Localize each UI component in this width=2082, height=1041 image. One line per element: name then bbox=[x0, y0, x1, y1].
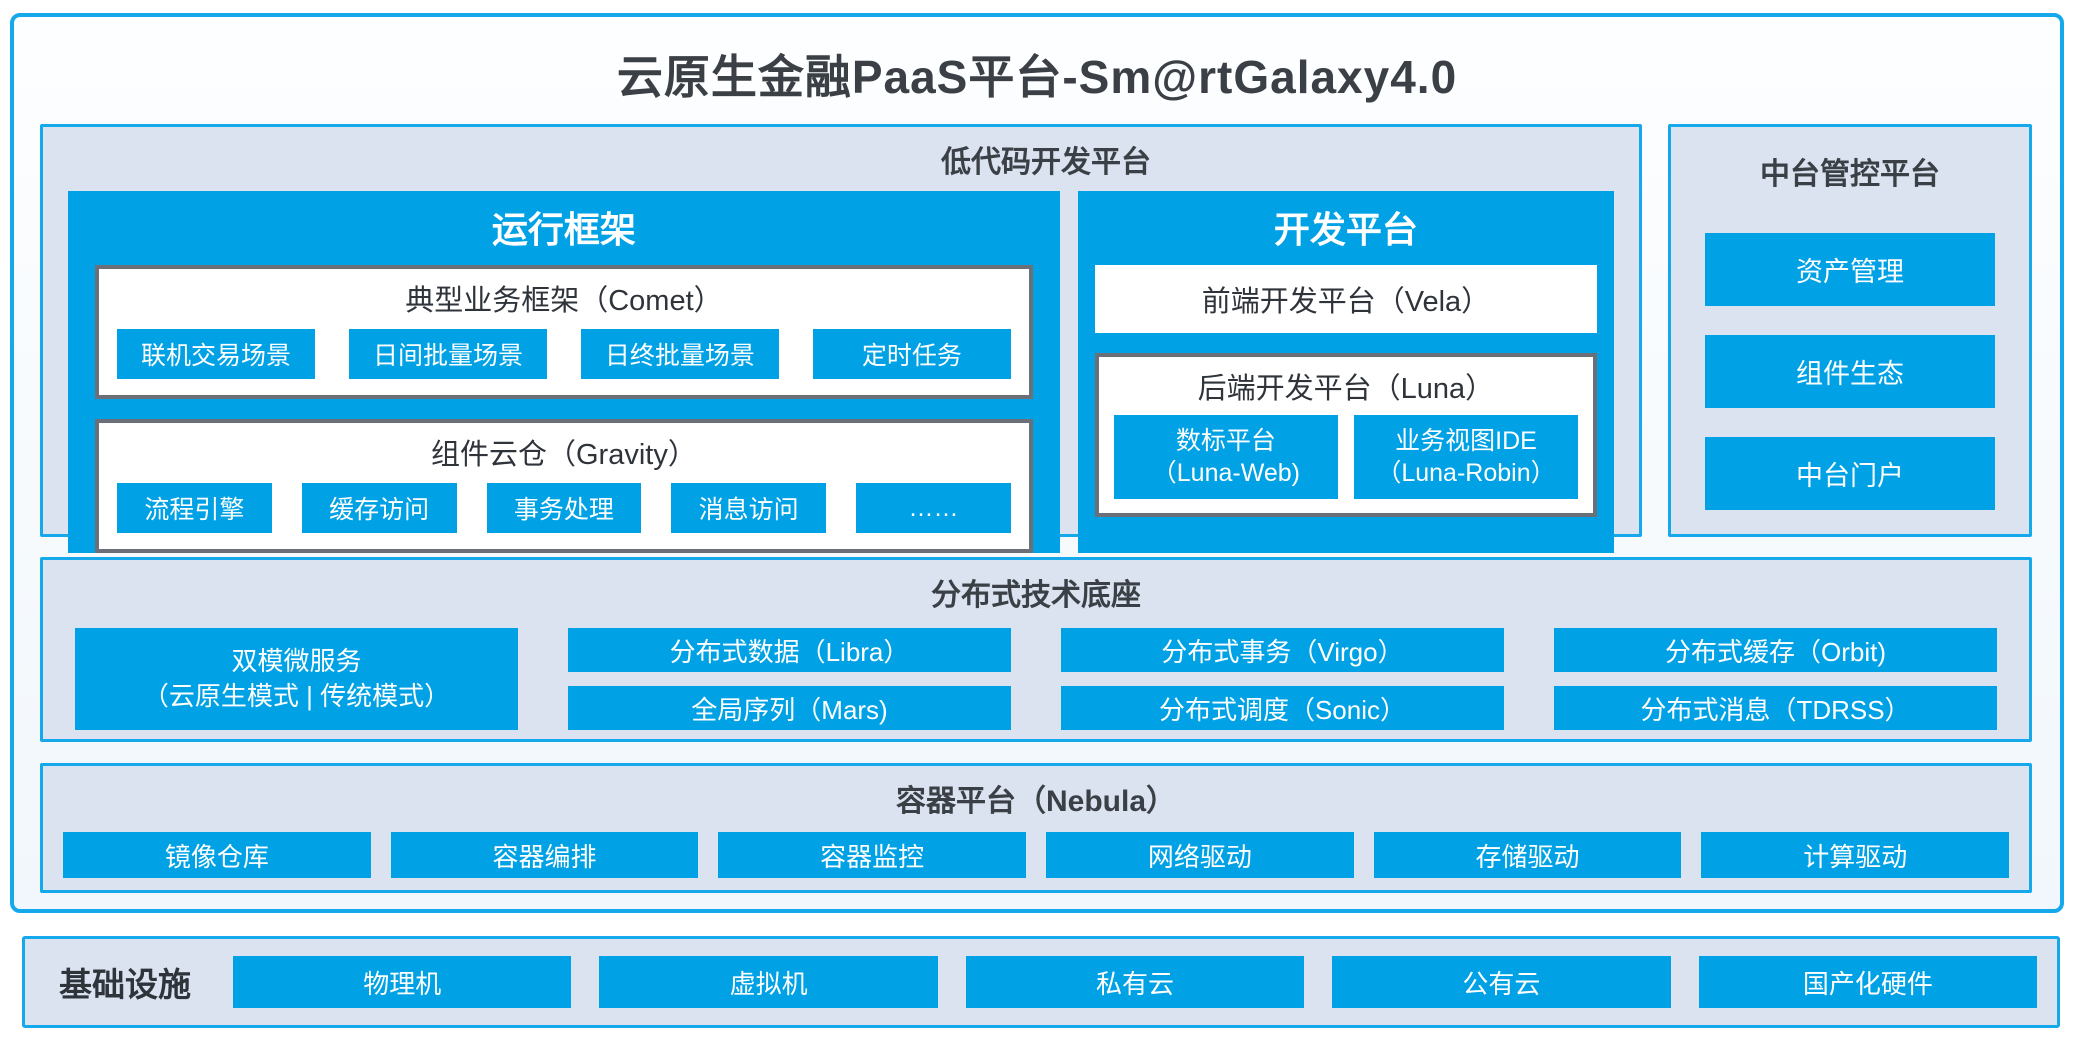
node-compute-driver: 计算驱动 bbox=[1701, 832, 2010, 878]
node-private-cloud: 私有云 bbox=[965, 956, 1305, 1008]
gravity-component-title: 组件云仓（Gravity） bbox=[431, 439, 697, 471]
gravity-items-row: 流程引擎 缓存访问 事务处理 消息访问 …… bbox=[99, 473, 1029, 549]
node-luna-web-line1: 数标平台 bbox=[1175, 426, 1276, 455]
gravity-component-group: 组件云仓（Gravity） 流程引擎 缓存访问 事务处理 消息访问 …… bbox=[95, 419, 1033, 553]
comet-items-row: 联机交易场景 日间批量场景 日终批量场景 定时任务 bbox=[99, 319, 1029, 395]
node-storage-driver: 存储驱动 bbox=[1373, 832, 1682, 878]
node-container-orchestration: 容器编排 bbox=[390, 832, 699, 878]
node-luna-robin: 业务视图IDE （Luna-Robin） bbox=[1353, 415, 1579, 499]
container-platform-title: 容器平台（Nebula） bbox=[895, 785, 1177, 818]
node-online-transaction: 联机交易场景 bbox=[117, 329, 315, 379]
node-dual-mode-line1: 双模微服务 bbox=[231, 645, 362, 676]
row-platforms: 低代码开发平台 运行框架 典型业务框架（Comet） 联机交易场景 日间批量场景… bbox=[40, 124, 2032, 553]
node-message-access: 消息访问 bbox=[671, 483, 827, 533]
node-distributed-cache: 分布式缓存（Orbit) bbox=[1554, 628, 1997, 672]
node-dual-mode-line2: （云原生模式 | 传统模式） bbox=[142, 681, 451, 711]
node-asset-management: 资产管理 bbox=[1705, 233, 1995, 306]
container-items-row: 镜像仓库 容器编排 容器监控 网络驱动 存储驱动 计算驱动 bbox=[63, 832, 2010, 878]
node-more-ellipsis: …… bbox=[856, 483, 1011, 533]
backend-luna-title: 后端开发平台（Luna） bbox=[1197, 373, 1495, 405]
node-domestic-hardware: 国产化硬件 bbox=[1698, 956, 2038, 1008]
lowcode-platform-body: 运行框架 典型业务框架（Comet） 联机交易场景 日间批量场景 日终批量场景 … bbox=[43, 181, 1639, 569]
node-image-registry: 镜像仓库 bbox=[63, 832, 371, 878]
node-cache-access: 缓存访问 bbox=[301, 483, 457, 533]
node-distributed-transaction: 分布式事务（Virgo） bbox=[1061, 628, 1504, 672]
node-midplatform-portal: 中台门户 bbox=[1705, 437, 1995, 510]
lowcode-platform-title: 低代码开发平台 bbox=[941, 146, 1151, 179]
node-global-sequence: 全局序列（Mars) bbox=[568, 686, 1011, 730]
node-virtual-machine: 虚拟机 bbox=[599, 956, 938, 1008]
node-physical-machine: 物理机 bbox=[233, 956, 572, 1008]
dev-platform-title: 开发平台 bbox=[1273, 209, 1418, 250]
runtime-framework-title: 运行框架 bbox=[491, 209, 636, 250]
node-distributed-messaging: 分布式消息（TDRSS） bbox=[1554, 686, 1997, 730]
node-dual-mode-microservice: 双模微服务 （云原生模式 | 传统模式） bbox=[75, 628, 518, 730]
container-platform-panel: 容器平台（Nebula） 镜像仓库 容器编排 容器监控 网络驱动 存储驱动 计算… bbox=[40, 763, 2032, 893]
node-frontend-vela: 前端开发平台（Vela） bbox=[1094, 265, 1597, 333]
node-luna-robin-line2: （Luna-Robin） bbox=[1376, 459, 1556, 487]
infrastructure-title: 基础设施 bbox=[59, 966, 191, 1003]
node-luna-robin-line1: 业务视图IDE bbox=[1395, 426, 1537, 455]
node-distributed-data: 分布式数据（Libra） bbox=[568, 628, 1011, 672]
node-luna-web: 数标平台 （Luna-Web) bbox=[1113, 415, 1338, 499]
node-distributed-scheduling: 分布式调度（Sonic） bbox=[1061, 686, 1504, 730]
backend-luna-group: 后端开发平台（Luna） 数标平台 （Luna-Web) 业务视图IDE （Lu… bbox=[1094, 353, 1597, 517]
mid-platform-title: 中台管控平台 bbox=[1760, 158, 1940, 191]
mid-platform-panel: 中台管控平台 资产管理 组件生态 中台门户 bbox=[1668, 124, 2032, 537]
node-luna-web-line2: （Luna-Web) bbox=[1151, 459, 1300, 487]
dev-platform-panel: 开发平台 前端开发平台（Vela） 后端开发平台（Luna） 数标平台 （Lun… bbox=[1077, 191, 1614, 553]
runtime-framework-panel: 运行框架 典型业务框架（Comet） 联机交易场景 日间批量场景 日终批量场景 … bbox=[68, 191, 1060, 553]
main-container: 云原生金融PaaS平台-Sm@rtGalaxy4.0 低代码开发平台 运行框架 … bbox=[10, 13, 2064, 913]
node-eod-batch: 日终批量场景 bbox=[580, 329, 779, 379]
node-transaction-processing: 事务处理 bbox=[486, 483, 642, 533]
infrastructure-items-row: 物理机 虚拟机 私有云 公有云 国产化硬件 bbox=[233, 956, 2038, 1008]
node-process-engine: 流程引擎 bbox=[117, 483, 272, 533]
node-component-ecosystem: 组件生态 bbox=[1705, 335, 1995, 408]
node-container-monitoring: 容器监控 bbox=[718, 832, 1027, 878]
page-title: 云原生金融PaaS平台-Sm@rtGalaxy4.0 bbox=[616, 51, 1458, 103]
comet-framework-group: 典型业务框架（Comet） 联机交易场景 日间批量场景 日终批量场景 定时任务 bbox=[95, 265, 1033, 399]
node-public-cloud: 公有云 bbox=[1332, 956, 1671, 1008]
node-daytime-batch: 日间批量场景 bbox=[348, 329, 547, 379]
infrastructure-panel: 基础设施 物理机 虚拟机 私有云 公有云 国产化硬件 bbox=[22, 936, 2060, 1028]
distributed-base-panel: 分布式技术底座 双模微服务 （云原生模式 | 传统模式） 分布式数据（Libra… bbox=[40, 557, 2032, 742]
node-scheduled-task: 定时任务 bbox=[812, 329, 1011, 379]
comet-framework-title: 典型业务框架（Comet） bbox=[405, 285, 723, 317]
backend-items-row: 数标平台 （Luna-Web) 业务视图IDE （Luna-Robin） bbox=[1099, 407, 1593, 499]
lowcode-platform-panel: 低代码开发平台 运行框架 典型业务框架（Comet） 联机交易场景 日间批量场景… bbox=[40, 124, 1642, 553]
distributed-base-title: 分布式技术底座 bbox=[931, 579, 1141, 612]
distributed-grid: 双模微服务 （云原生模式 | 传统模式） 分布式数据（Libra） 分布式事务（… bbox=[75, 628, 1997, 730]
node-network-driver: 网络驱动 bbox=[1046, 832, 1354, 878]
